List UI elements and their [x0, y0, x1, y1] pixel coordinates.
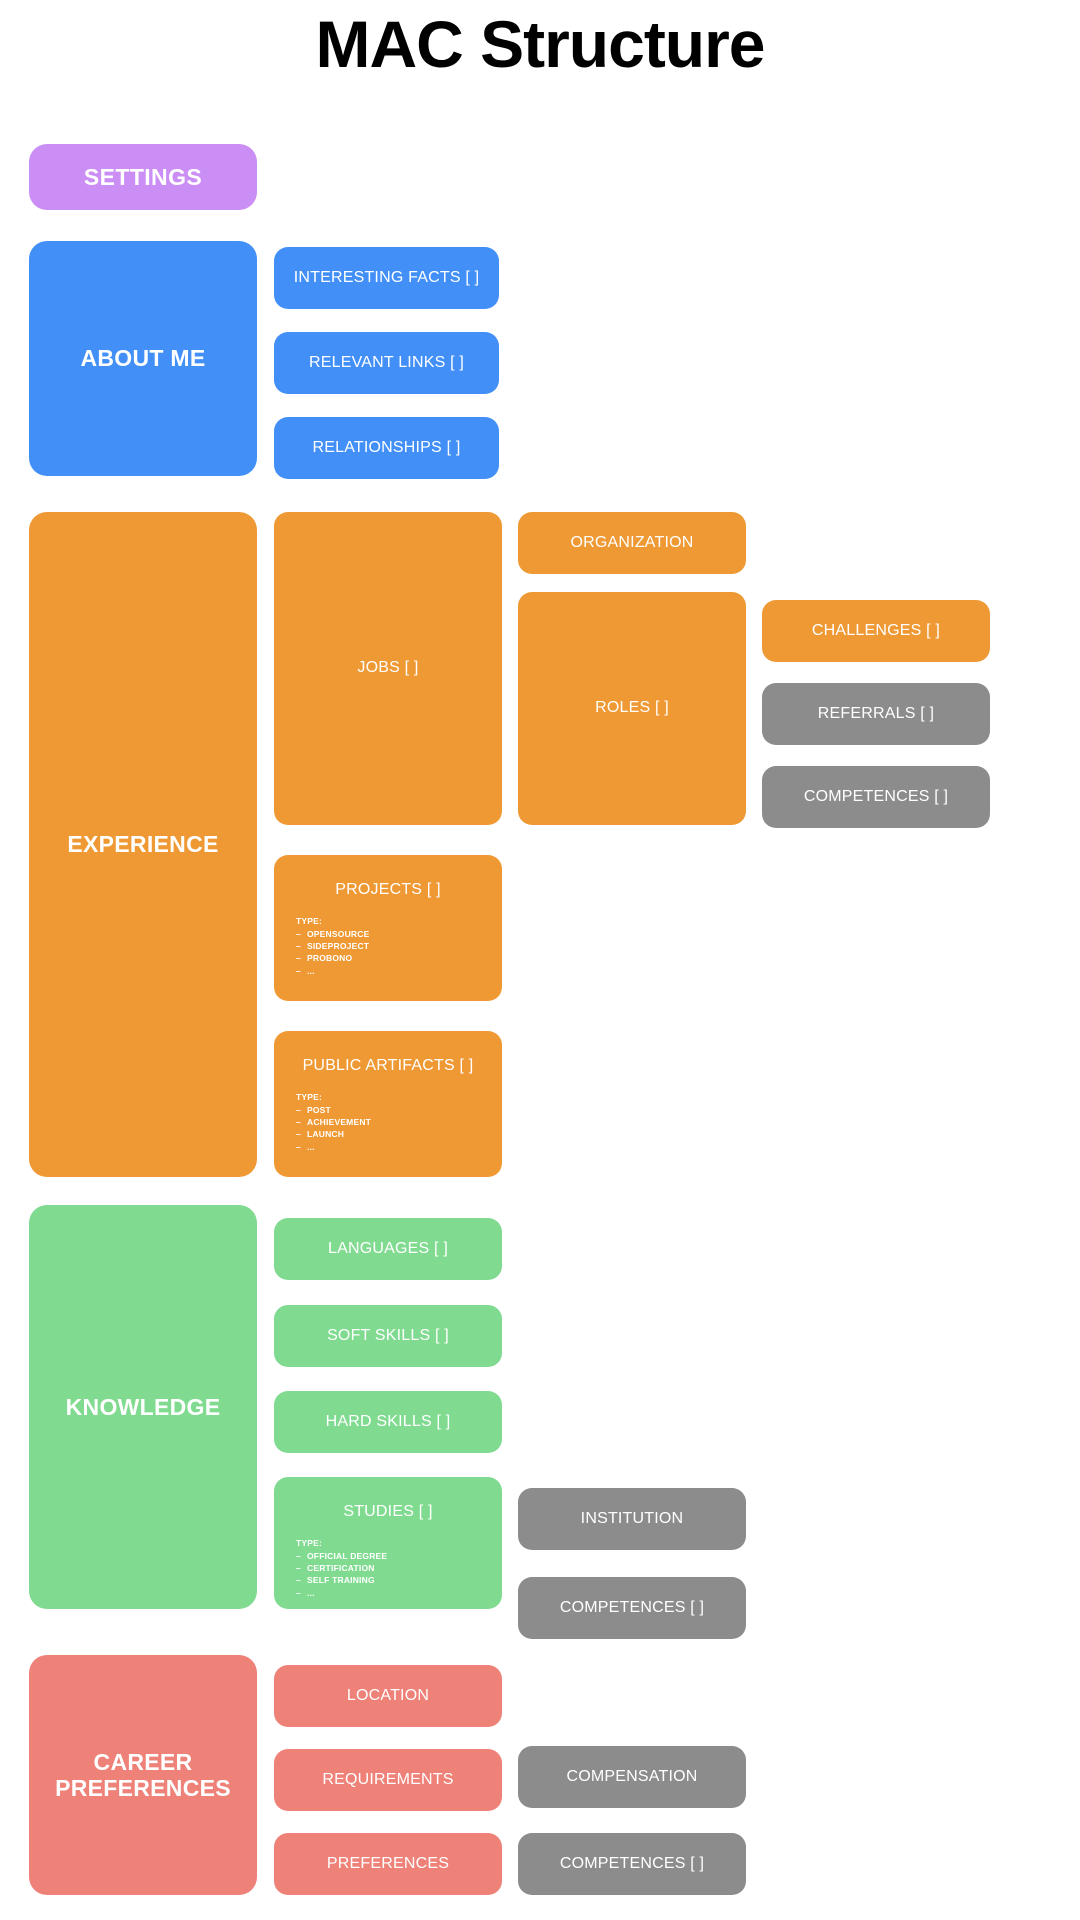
node-projects-label: PROJECTS [ ]	[335, 881, 441, 898]
node-location-label: LOCATION	[346, 1686, 430, 1704]
node-about-me[interactable]: ABOUT ME	[29, 241, 257, 476]
node-experience-label: EXPERIENCE	[67, 831, 219, 858]
type-heading: TYPE:	[296, 916, 323, 927]
node-settings[interactable]: SETTINGS	[29, 144, 257, 210]
node-projects-type-list: TYPE: –OPENSOURCE –SIDEPROJECT –PROBONO …	[282, 915, 494, 977]
node-experience-competences[interactable]: COMPETENCES [ ]	[762, 766, 990, 828]
node-experience[interactable]: EXPERIENCE	[29, 512, 257, 1177]
node-languages[interactable]: LANGUAGES [ ]	[274, 1218, 502, 1280]
node-organization-label: ORGANIZATION	[570, 533, 694, 551]
node-soft-skills-label: SOFT SKILLS [ ]	[327, 1326, 449, 1344]
type-heading: TYPE:	[296, 1538, 323, 1549]
node-hard-skills[interactable]: HARD SKILLS [ ]	[274, 1391, 502, 1453]
type-item: –...	[296, 965, 315, 976]
node-relevant-links[interactable]: RELEVANT LINKS [ ]	[274, 332, 499, 394]
node-public-artifacts-label: PUBLIC ARTIFACTS [ ]	[302, 1057, 474, 1074]
node-career-preferences-label-line1: CAREER	[93, 1748, 193, 1775]
node-location[interactable]: LOCATION	[274, 1665, 502, 1727]
page-title: MAC Structure	[315, 7, 765, 81]
type-heading: TYPE:	[296, 1092, 323, 1103]
node-career-preferences-label-line2: PREFERENCES	[55, 1775, 231, 1801]
node-institution-label: INSTITUTION	[580, 1509, 684, 1527]
node-public-artifacts[interactable]: PUBLIC ARTIFACTS [ ] TYPE: –POST –ACHIEV…	[274, 1031, 502, 1177]
node-projects[interactable]: PROJECTS [ ] TYPE: –OPENSOURCE –SIDEPROJ…	[274, 855, 502, 1001]
type-item: –SIDEPROJECT	[296, 941, 370, 952]
node-challenges[interactable]: CHALLENGES [ ]	[762, 600, 990, 662]
node-studies[interactable]: STUDIES [ ] TYPE: –OFFICIAL DEGREE –CERT…	[274, 1477, 502, 1609]
node-knowledge-label: KNOWLEDGE	[65, 1393, 221, 1420]
type-item: –SELF TRAINING	[296, 1575, 375, 1586]
node-referrals-label: REFERRALS [ ]	[817, 704, 935, 722]
node-relevant-links-label: RELEVANT LINKS [ ]	[308, 353, 465, 371]
node-knowledge[interactable]: KNOWLEDGE	[29, 1205, 257, 1609]
node-career-preferences[interactable]: CAREER PREFERENCES	[29, 1655, 257, 1895]
node-hard-skills-label: HARD SKILLS [ ]	[325, 1412, 451, 1430]
node-requirements[interactable]: REQUIREMENTS	[274, 1749, 502, 1811]
node-relationships-label: RELATIONSHIPS [ ]	[312, 438, 461, 456]
node-referrals[interactable]: REFERRALS [ ]	[762, 683, 990, 745]
type-item: –LAUNCH	[296, 1129, 345, 1140]
type-item: –OFFICIAL DEGREE	[296, 1550, 388, 1561]
node-organization[interactable]: ORGANIZATION	[518, 512, 746, 574]
node-compensation[interactable]: COMPENSATION	[518, 1746, 746, 1808]
node-relationships[interactable]: RELATIONSHIPS [ ]	[274, 417, 499, 479]
node-settings-label: SETTINGS	[83, 163, 203, 190]
node-jobs-label: JOBS [ ]	[357, 659, 419, 677]
node-roles-label: ROLES [ ]	[595, 699, 669, 717]
node-soft-skills[interactable]: SOFT SKILLS [ ]	[274, 1305, 502, 1367]
type-item: –...	[296, 1141, 315, 1152]
node-languages-label: LANGUAGES [ ]	[328, 1239, 448, 1257]
node-knowledge-competences-label: COMPETENCES [ ]	[559, 1598, 705, 1616]
type-item: –OPENSOURCE	[296, 928, 370, 939]
type-item: –POST	[296, 1104, 331, 1115]
node-knowledge-competences[interactable]: COMPETENCES [ ]	[518, 1577, 746, 1639]
node-institution[interactable]: INSTITUTION	[518, 1488, 746, 1550]
node-requirements-label: REQUIREMENTS	[322, 1770, 454, 1788]
node-career-competences-label: COMPETENCES [ ]	[559, 1854, 705, 1872]
node-preferences-label: PREFERENCES	[326, 1854, 450, 1872]
node-compensation-label: COMPENSATION	[566, 1767, 698, 1785]
node-experience-competences-label: COMPETENCES [ ]	[803, 787, 949, 805]
node-career-competences[interactable]: COMPETENCES [ ]	[518, 1833, 746, 1895]
type-item: –...	[296, 1587, 315, 1598]
node-interesting-facts[interactable]: INTERESTING FACTS [ ]	[274, 247, 499, 309]
node-preferences[interactable]: PREFERENCES	[274, 1833, 502, 1895]
type-item: –PROBONO	[296, 953, 353, 964]
node-interesting-facts-label: INTERESTING FACTS [ ]	[293, 268, 480, 286]
node-challenges-label: CHALLENGES [ ]	[811, 621, 941, 639]
node-about-me-label: ABOUT ME	[80, 345, 206, 372]
type-item: –CERTIFICATION	[296, 1563, 375, 1574]
node-jobs[interactable]: JOBS [ ]	[274, 512, 502, 825]
node-roles[interactable]: ROLES [ ]	[518, 592, 746, 825]
type-item: –ACHIEVEMENT	[296, 1117, 372, 1128]
node-studies-label: STUDIES [ ]	[343, 1503, 433, 1520]
node-studies-type-list: TYPE: –OFFICIAL DEGREE –CERTIFICATION –S…	[282, 1537, 494, 1599]
node-public-artifacts-type-list: TYPE: –POST –ACHIEVEMENT –LAUNCH –...	[282, 1091, 494, 1153]
